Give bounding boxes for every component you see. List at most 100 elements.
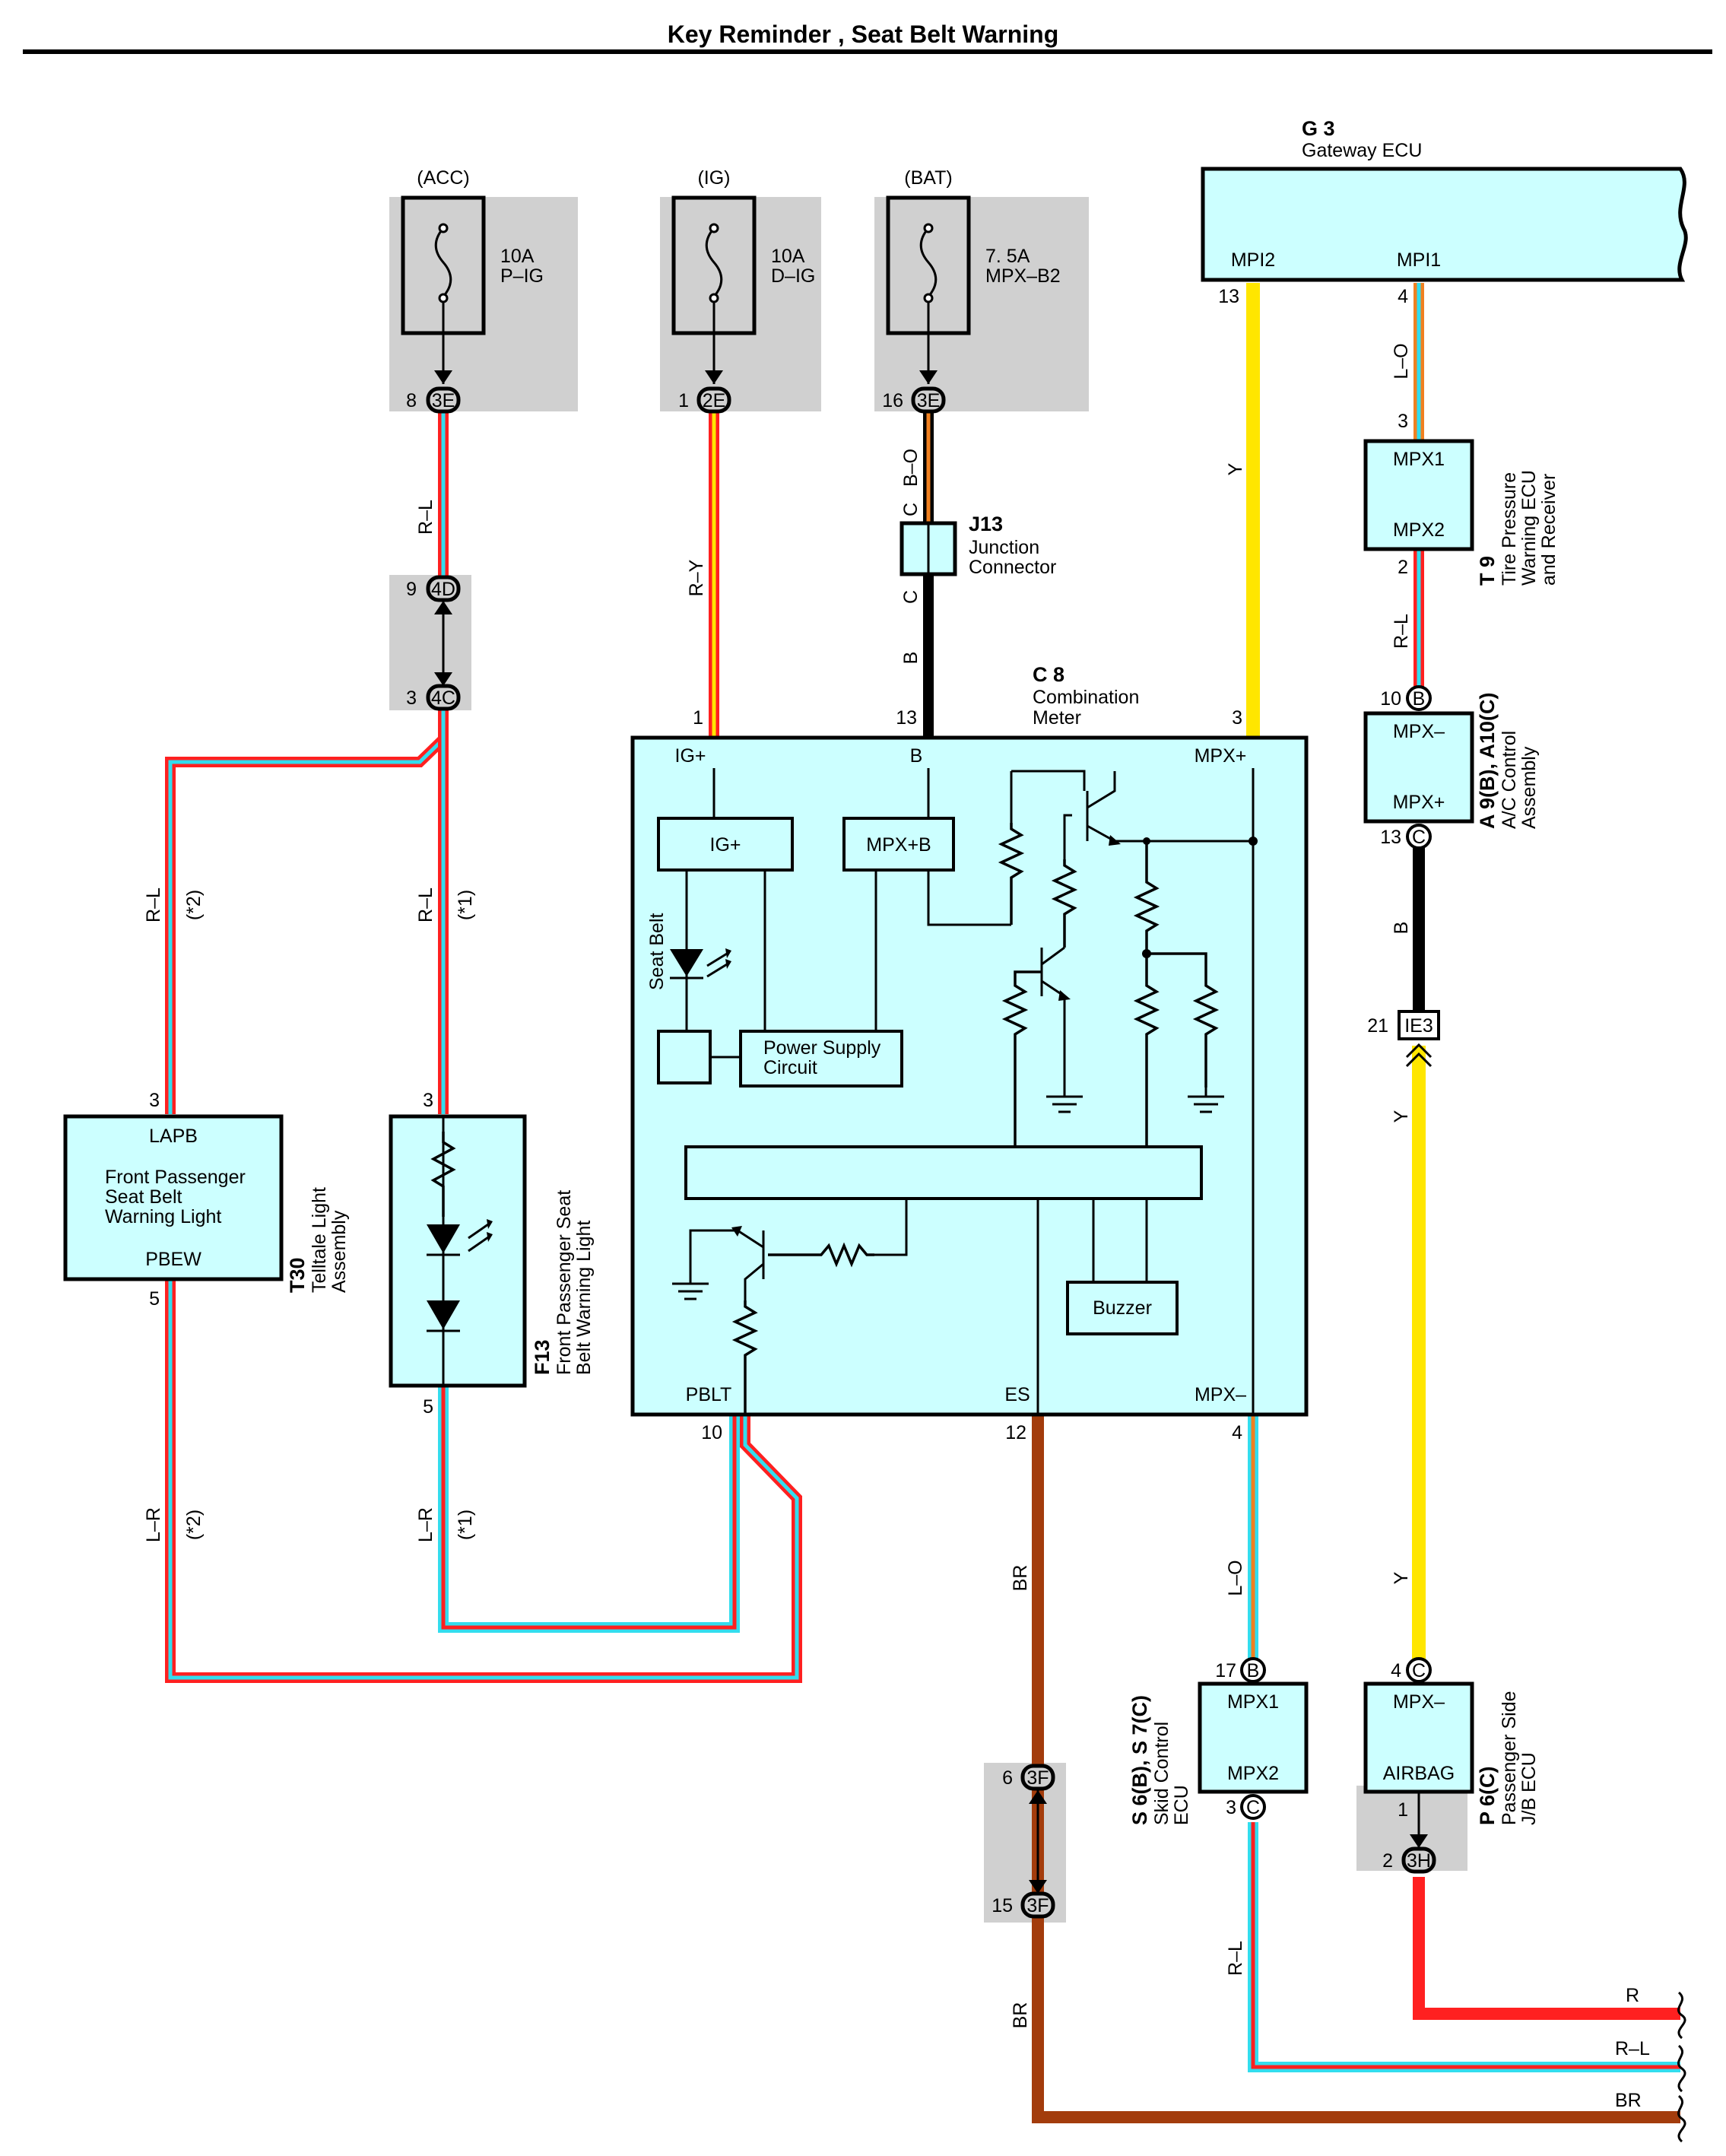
t30-pin-out: 5 xyxy=(149,1288,160,1310)
c8-combination-meter: C 8 Combination Meter 1 13 3 10 12 4 IG+… xyxy=(630,663,1309,1443)
fuse-bat-conn: 3E xyxy=(917,390,941,411)
wire-label-end-r: R xyxy=(1626,1985,1639,2006)
c8-line2: Meter xyxy=(1033,707,1081,729)
fuse-bat-source: (BAT) xyxy=(904,167,952,189)
p6-line2: J/B ECU xyxy=(1518,1752,1540,1825)
conn-3f-bot-id: 3F xyxy=(1026,1895,1049,1916)
g3-gateway-ecu: G 3 Gateway ECU MPI2 MPI1 13 4 xyxy=(1201,117,1688,307)
wire-label-bat-main: B xyxy=(900,652,922,665)
t30-body-3: Warning Light xyxy=(105,1206,221,1227)
t9-line2: Warning ECU xyxy=(1518,470,1540,586)
s6-line2: ECU xyxy=(1171,1785,1192,1825)
c8-block-ig: IG+ xyxy=(710,834,741,856)
wire-label-rl-s6: R–L xyxy=(1225,1941,1246,1976)
wire-end-breaks xyxy=(1677,1991,1686,2143)
wire-es-br xyxy=(1032,1415,1680,2123)
conn-4d-id: 4D xyxy=(431,579,455,600)
fuse-acc: (ACC) 10A P–IG 3E 8 xyxy=(401,167,544,414)
t9-code: T 9 xyxy=(1476,556,1499,586)
p6-passenger-side-jb-ecu: C 4 MPX– AIRBAG 1 3H 2 P 6(C) Passenger … xyxy=(1363,1657,1540,1874)
junction-4d-4c: 4D 9 4C 3 xyxy=(406,575,461,711)
a9-line2: Assembly xyxy=(1518,746,1540,829)
t30-line1: Telltale Light xyxy=(309,1187,330,1293)
a9-term-1: MPX– xyxy=(1393,721,1445,742)
t30-body-2: Seat Belt xyxy=(105,1186,182,1208)
t9-pin-top: 3 xyxy=(1398,411,1408,432)
wire-label-f13-in: R–L xyxy=(415,887,436,922)
fuse-bat: (BAT) 7. 5A MPX–B2 3E 16 xyxy=(882,167,1061,414)
fuse-acc-pin: 8 xyxy=(406,390,417,411)
g3-name: Gateway ECU xyxy=(1302,140,1422,161)
wire-label-lo-top: L–O xyxy=(1391,343,1412,379)
wire-label-ig-main: R–Y xyxy=(686,559,707,596)
c8-pin-mpxp: 3 xyxy=(1232,707,1242,729)
s6-code: S 6(B), S 7(C) xyxy=(1128,1695,1151,1825)
fuse-ig-name: D–IG xyxy=(771,265,815,287)
c8-code: C 8 xyxy=(1033,663,1064,686)
c8-term-b: B xyxy=(910,745,923,767)
fuse-ig-conn: 2E xyxy=(703,390,726,411)
j13-code: J13 xyxy=(969,513,1003,535)
wire-label-f13-in-note: (*1) xyxy=(455,890,476,920)
a9-code: A 9(B), A10(C) xyxy=(1476,692,1499,829)
fuse-acc-conn: 3E xyxy=(432,390,455,411)
c3h-pin-top: 1 xyxy=(1398,1799,1408,1821)
a9-conn-top: B xyxy=(1413,688,1426,710)
p6-term-1: MPX– xyxy=(1393,1691,1445,1713)
f13-seat-belt-warning-light: 3 5 F13 Front Passenger Seat Belt Warnin… xyxy=(389,1090,595,1418)
wire-label-bat-c2: C xyxy=(900,590,922,604)
a9-ac-control-assembly: B 10 MPX– MPX+ C 13 A 9(B), A10(C) A/C C… xyxy=(1363,685,1540,849)
wire-label-es: BR xyxy=(1010,1565,1031,1592)
wire-label-end-br: BR xyxy=(1615,2090,1642,2111)
wire-label-acc-main: R–L xyxy=(415,500,436,535)
fuse-bat-pin: 16 xyxy=(882,390,903,411)
wire-label-bat-c1: C xyxy=(900,503,922,516)
conn-4c-id: 4C xyxy=(431,687,455,709)
c8-pin-mpxm: 4 xyxy=(1232,1422,1242,1443)
c8-term-ig: IG+ xyxy=(675,745,706,767)
fuse-ig: (IG) 10A D–IG 2E 1 xyxy=(671,167,815,414)
f13-line1: Front Passenger Seat xyxy=(554,1190,575,1375)
f13-pin-out: 5 xyxy=(423,1396,433,1418)
s6-pin-top: 17 xyxy=(1215,1660,1236,1681)
wire-label-lo-bottom: L–O xyxy=(1225,1560,1246,1596)
a9-term-2: MPX+ xyxy=(1393,792,1445,813)
c8-pin-b: 13 xyxy=(896,707,917,729)
j13-line1: Junction xyxy=(969,537,1039,558)
fuse-ig-source: (IG) xyxy=(697,167,730,189)
c8-pin-es: 12 xyxy=(1005,1422,1026,1443)
c8-pin-pblt: 10 xyxy=(701,1422,722,1443)
wire-label-t30-out: L–R xyxy=(143,1507,164,1542)
fuse-acc-name: P–IG xyxy=(500,265,544,287)
t30-code: T30 xyxy=(286,1257,309,1293)
ie3-id: IE3 xyxy=(1404,1015,1433,1037)
c8-term-mpxm: MPX– xyxy=(1195,1384,1246,1405)
t30-telltale-light-assembly: 3 LAPB Front Passenger Seat Belt Warning… xyxy=(63,1090,350,1310)
wire-label-t30-in: R–L xyxy=(143,887,164,922)
conn-3f-top-pin: 6 xyxy=(1002,1767,1013,1789)
a9-pin-bottom: 13 xyxy=(1380,827,1401,848)
t9-pin-bottom: 2 xyxy=(1398,557,1408,578)
t30-term-bottom: PBEW xyxy=(145,1249,201,1270)
f13-line2: Belt Warning Light xyxy=(573,1221,595,1375)
g3-term-mpi1: MPI1 xyxy=(1397,249,1441,271)
s6-skid-control-ecu: B 17 MPX1 MPX2 C 3 S 6(B), S 7(C) Skid C… xyxy=(1128,1657,1309,1825)
c8-psu-line2: Circuit xyxy=(763,1057,817,1078)
wire-label-t30-out-note: (*2) xyxy=(183,1510,205,1540)
g3-code: G 3 xyxy=(1302,117,1335,140)
wire-label-f13-out: L–R xyxy=(415,1507,436,1542)
wire-label-t30-in-note: (*2) xyxy=(183,890,205,920)
fuse-ig-rating: 10A xyxy=(771,246,805,267)
t30-pin-in: 3 xyxy=(149,1090,160,1111)
conn-3f-top-id: 3F xyxy=(1026,1767,1049,1789)
c8-internal-circuit: IG+ MPX+B Seat Belt Power Supply Circuit xyxy=(646,768,1258,1415)
wire-label-y-left: Y xyxy=(1225,462,1246,475)
s6-term-2: MPX2 xyxy=(1227,1763,1279,1784)
j13-junction-connector: J13 Junction Connector xyxy=(899,513,1056,578)
wire-pblt-lr xyxy=(165,1274,802,1683)
wire-label-b-a9: B xyxy=(1391,922,1412,935)
t9-term-2: MPX2 xyxy=(1393,519,1445,541)
wire-label-y-right: Y xyxy=(1391,1110,1412,1122)
s6-line1: Skid Control xyxy=(1151,1722,1172,1825)
c8-term-es: ES xyxy=(1004,1384,1030,1405)
